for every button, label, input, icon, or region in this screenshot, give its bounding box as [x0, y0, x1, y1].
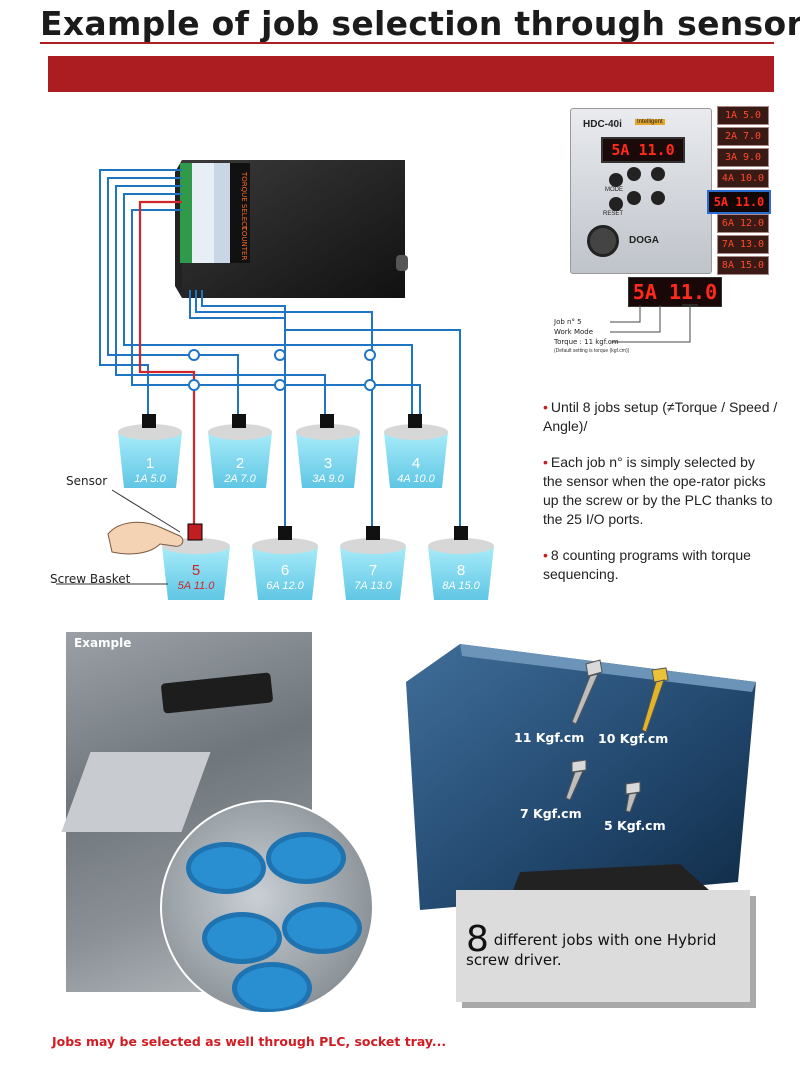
feature-item: •8 counting programs with torque sequenc…	[543, 547, 751, 582]
monitor-picture	[406, 644, 756, 924]
job-display-5-selected: 5A 11.0	[707, 190, 771, 214]
magnified-baskets-picture	[160, 800, 374, 1014]
basket-6-number: 6	[280, 562, 290, 579]
controller-button[interactable]	[651, 191, 665, 205]
controller-button[interactable]	[627, 167, 641, 181]
feature-item: •Until 8 jobs setup (≠Torque / Speed / A…	[543, 399, 778, 434]
controller-button[interactable]	[651, 167, 665, 181]
job-display-4: 4A 10.0	[717, 169, 769, 188]
controller-button[interactable]	[609, 173, 623, 187]
job-display-strip: 1A 5.0 2A 7.0 3A 9.0 4A 10.0 5A 11.0 6A …	[707, 106, 771, 276]
controller-button[interactable]	[609, 197, 623, 211]
controller-brand: DOGA	[629, 235, 659, 246]
torque-label-7: 7 Kgf.cm	[520, 806, 582, 821]
job-display-6: 6A 12.0	[717, 214, 769, 233]
wiring-diagram: TORQUE SELECT COUNTER	[56, 160, 494, 600]
reset-label: RESET	[603, 211, 624, 217]
connector-socket	[587, 225, 619, 257]
controller-model: HDC-40i	[583, 119, 622, 130]
basket-4-number: 4	[411, 455, 421, 472]
basket-3-number: 3	[323, 455, 333, 472]
legend-note: (Default setting is torque (kgf.cm))	[554, 348, 630, 354]
basket-7-code: 7A 13.0	[354, 580, 392, 592]
basket-4-code: 4A 10.0	[397, 473, 435, 485]
tray-picture	[61, 752, 211, 832]
job-display-2: 2A 7.0	[717, 127, 769, 146]
feature-list: •Until 8 jobs setup (≠Torque / Speed / A…	[543, 398, 778, 601]
basket-8-code: 8A 15.0	[442, 580, 480, 592]
job-display-8: 8A 15.0	[717, 256, 769, 275]
box-label-torque: TORQUE SELECT	[240, 171, 248, 231]
mode-label: MODE	[605, 187, 623, 193]
legend-leader-lines	[610, 304, 698, 343]
summary-number: 8	[466, 919, 489, 960]
basket-7	[340, 526, 406, 600]
torque-label-5: 5 Kgf.cm	[604, 818, 666, 833]
basket-3-code: 3A 9.0	[312, 473, 344, 485]
red-wire	[138, 200, 196, 525]
basket-8	[428, 526, 494, 600]
basket-3	[296, 414, 360, 488]
footer-note: Jobs may be selected as well through PLC…	[52, 1034, 447, 1049]
torque-label-10: 10 Kgf.cm	[598, 731, 669, 746]
job-display-7: 7A 13.0	[717, 235, 769, 254]
basket-5-number: 5	[191, 562, 201, 579]
title-underline	[40, 42, 774, 44]
controller-display: 5A 11.0	[601, 137, 685, 163]
basket-7-number: 7	[368, 562, 378, 579]
basket-6-code: 6A 12.0	[266, 580, 304, 592]
basket-5-code: 5A 11.0	[177, 580, 215, 592]
torque-label-11: 11 Kgf.cm	[514, 730, 585, 745]
box-label-counter: COUNTER	[240, 226, 248, 260]
hand-picture	[107, 521, 184, 555]
basket-2-number: 2	[235, 455, 245, 472]
feature-item: •Each job n° is simply selected by the s…	[543, 454, 773, 527]
io-controller-box	[175, 160, 408, 298]
example-label: Example	[74, 636, 132, 650]
basket-1-code: 1A 5.0	[134, 473, 166, 485]
legend-torque: Torque : 11 kgf.cm	[554, 338, 619, 346]
big-display: 5A 11.0	[628, 277, 722, 307]
sensor-label: Sensor	[66, 474, 108, 488]
hdc-controller: HDC-40i Intelligent 5A 11.0 MODE RESET D…	[570, 108, 712, 274]
basket-1-number: 1	[145, 455, 155, 472]
summary-box: 8 different jobs with one Hybrid screw d…	[456, 890, 750, 1002]
basket-4	[384, 414, 448, 488]
basket-8-number: 8	[456, 562, 466, 579]
legend-job: Job n° 5	[554, 318, 582, 326]
job-display-3: 3A 9.0	[717, 148, 769, 167]
job-display-1: 1A 5.0	[717, 106, 769, 125]
controller-button[interactable]	[627, 191, 641, 205]
basket-2-code: 2A 7.0	[224, 473, 256, 485]
basket-2	[208, 414, 272, 488]
basket-1	[118, 414, 182, 488]
summary-text: 8 different jobs with one Hybrid screw d…	[466, 919, 717, 970]
screwdriver-picture	[160, 672, 274, 714]
page-title: Example of job selection through sensors	[40, 4, 800, 43]
controller-badge: Intelligent	[635, 119, 665, 125]
screw-basket-label: Screw Basket	[50, 572, 131, 586]
legend-mode: Work Mode	[554, 328, 594, 336]
basket-6	[252, 526, 318, 600]
header-red-bar	[48, 56, 774, 92]
